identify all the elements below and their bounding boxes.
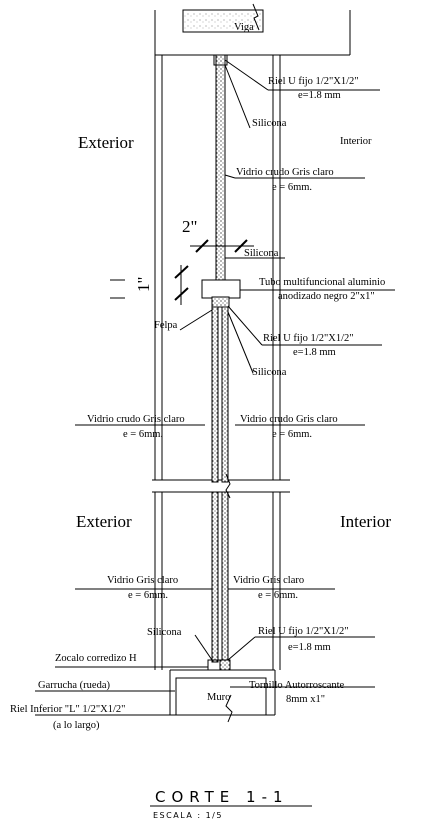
left-glass-label: Vidrio crudo Gris claro — [87, 414, 185, 425]
wheel-label: Garrucha (rueda) — [38, 680, 110, 691]
right-glass-thickness: e = 6mm. — [272, 429, 312, 440]
exterior-label-top: Exterior — [78, 133, 134, 152]
top-rail-label: Riel U fijo 1/2"X1/2" — [268, 76, 359, 87]
tube-label: Tubo multifuncional aluminio — [259, 277, 385, 288]
dimension-1in: 1" — [134, 277, 153, 292]
left-glass-thickness: e = 6mm. — [123, 429, 163, 440]
bottom-rail-l-label: Riel Inferior "L" 1/2"X1/2" — [10, 704, 125, 715]
exterior-label-bottom: Exterior — [76, 512, 132, 531]
lower-right-glass-label: Vidrio Gris claro — [233, 575, 304, 586]
lower-left-glass-label: Vidrio Gris claro — [107, 575, 178, 586]
section-title: CORTE 1-1 — [155, 788, 289, 806]
interior-label-top: Interior — [340, 136, 372, 147]
dimension-marks — [110, 239, 254, 305]
dimension-2in: 2" — [182, 217, 197, 236]
beam — [154, 3, 351, 56]
bottom-rail-label: Riel U fijo 1/2"X1/2" — [258, 626, 349, 637]
mid-silicone-label: Silicona — [244, 248, 279, 259]
felt-label: Felpa — [154, 320, 178, 331]
frame-lines — [152, 55, 290, 670]
top-rail-thickness: e=1.8 mm — [298, 90, 341, 101]
top-silicone-label: Silicona — [252, 118, 287, 129]
screw-size-label: 8mm x1" — [286, 694, 325, 705]
bottom-rail-thickness: e=1.8 mm — [288, 642, 331, 653]
beam-label: Viga — [234, 22, 254, 33]
mid-silicone-label-2: Silicona — [252, 367, 287, 378]
bottom-silicone-label: Silicona — [147, 627, 182, 638]
mid-rail-label: Riel U fijo 1/2"X1/2" — [263, 333, 354, 344]
screw-label: Tornillo Autorroscante — [249, 680, 345, 691]
mid-rail-thickness: e=1.8 mm — [293, 347, 336, 358]
lower-left-glass-thickness: e = 6mm. — [128, 590, 168, 601]
sliding-base-label: Zocalo corredizo H — [55, 653, 137, 664]
floor-base — [35, 669, 276, 723]
upper-glass-label: Vidrio crudo Gris claro — [236, 167, 334, 178]
wall-label: Muro — [207, 692, 230, 703]
upper-glass-thickness: e = 6mm. — [272, 182, 312, 193]
aluminium-tube — [201, 279, 241, 308]
leader-lines — [35, 59, 395, 692]
lower-right-glass-thickness: e = 6mm. — [258, 590, 298, 601]
scale-label: ESCALA : 1/5 — [153, 811, 223, 820]
tube-finish-label: anodizado negro 2"x1" — [278, 291, 375, 302]
interior-label-bottom: Interior — [340, 512, 391, 531]
upper-glass-panel — [213, 54, 228, 286]
bottom-rail-l-note: (a lo largo) — [53, 720, 100, 731]
lower-glass-panels — [207, 306, 231, 671]
right-glass-label: Vidrio crudo Gris claro — [240, 414, 338, 425]
